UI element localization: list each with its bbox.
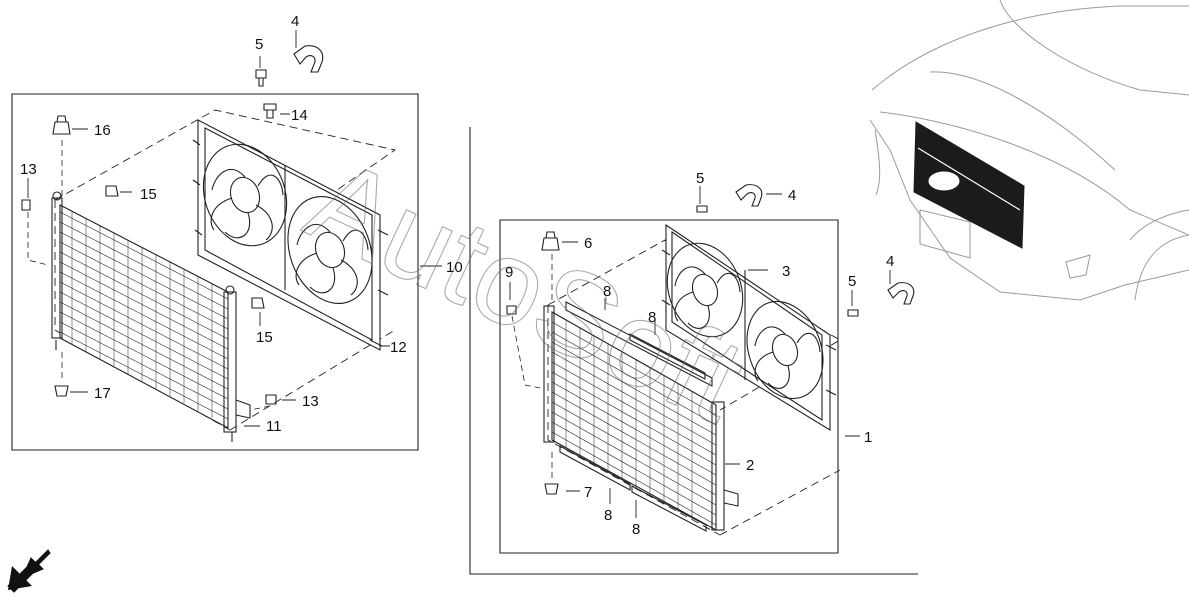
clip-15-lower bbox=[251, 297, 265, 309]
right-inner-frame bbox=[499, 219, 839, 554]
vehicle-emblem bbox=[927, 170, 961, 192]
right-small-parts bbox=[506, 184, 915, 495]
seal-strip-mid bbox=[629, 333, 706, 380]
right-fan-shroud bbox=[661, 223, 837, 431]
callout-17: 17 bbox=[94, 385, 111, 402]
seal-strip-bottom-2 bbox=[631, 485, 707, 532]
callouts: 4 5 14 16 13 15 10 15 12 17 13 11 5 4 6 … bbox=[20, 13, 894, 538]
bolt-9 bbox=[506, 305, 517, 315]
seal-strip-top bbox=[565, 301, 713, 387]
callout-13: 13 bbox=[20, 161, 37, 178]
clip-13-left bbox=[21, 199, 31, 211]
left-leaders bbox=[27, 30, 442, 427]
callout-8: 8 bbox=[604, 507, 612, 524]
right-assembly bbox=[469, 127, 918, 575]
callout-15: 15 bbox=[140, 186, 157, 203]
bolt-5-right bbox=[847, 309, 859, 317]
callout-8: 8 bbox=[648, 309, 656, 326]
grommet-17 bbox=[54, 385, 69, 397]
left-assembly bbox=[11, 30, 442, 451]
callout-11: 11 bbox=[266, 418, 282, 435]
vehicle-radiator-highlight bbox=[913, 121, 1025, 249]
bracket-4-mid bbox=[735, 184, 763, 207]
left-radiator bbox=[51, 191, 251, 442]
callout-15: 15 bbox=[256, 329, 273, 346]
callout-5: 5 bbox=[848, 273, 856, 290]
callout-14: 14 bbox=[291, 107, 308, 124]
grommet-16 bbox=[52, 115, 71, 135]
callout-13: 13 bbox=[302, 393, 319, 410]
front-direction-arrowhead bbox=[8, 566, 32, 590]
grommet-6 bbox=[541, 231, 560, 251]
callout-1: 1 bbox=[864, 429, 872, 446]
bolt-5-top bbox=[255, 69, 267, 87]
seal-strip-bottom-1 bbox=[559, 445, 631, 491]
grommet-7 bbox=[544, 483, 559, 495]
left-small-parts bbox=[21, 45, 324, 405]
right-radiator bbox=[543, 301, 739, 532]
callout-4: 4 bbox=[886, 253, 894, 270]
bracket-4-right bbox=[887, 282, 915, 305]
clip-15-upper bbox=[105, 185, 119, 197]
callout-5: 5 bbox=[696, 170, 704, 187]
callout-3: 3 bbox=[782, 263, 790, 280]
callout-6: 6 bbox=[584, 235, 592, 252]
right-group-frame bbox=[469, 127, 918, 575]
left-dashed-leaders bbox=[27, 140, 271, 411]
callout-8: 8 bbox=[603, 283, 611, 300]
callout-10: 10 bbox=[446, 259, 463, 276]
bolt-14 bbox=[263, 103, 277, 119]
callout-2: 2 bbox=[746, 457, 754, 474]
callout-4: 4 bbox=[788, 187, 796, 204]
callout-5: 5 bbox=[255, 36, 263, 53]
right-dashed-leaders bbox=[511, 254, 553, 480]
vehicle-front-view bbox=[869, 0, 1189, 301]
callout-7: 7 bbox=[584, 484, 592, 501]
callout-9: 9 bbox=[505, 264, 513, 281]
callout-16: 16 bbox=[94, 122, 111, 139]
left-fan-shroud bbox=[192, 119, 389, 351]
left-group-frame bbox=[11, 93, 419, 451]
bracket-4-top bbox=[293, 45, 324, 73]
clip-13-right bbox=[265, 394, 277, 405]
right-leaders bbox=[509, 186, 891, 518]
callout-12: 12 bbox=[390, 339, 407, 356]
callout-8: 8 bbox=[632, 521, 640, 538]
callout-4: 4 bbox=[291, 13, 299, 30]
bolt-5-mid bbox=[696, 205, 708, 213]
